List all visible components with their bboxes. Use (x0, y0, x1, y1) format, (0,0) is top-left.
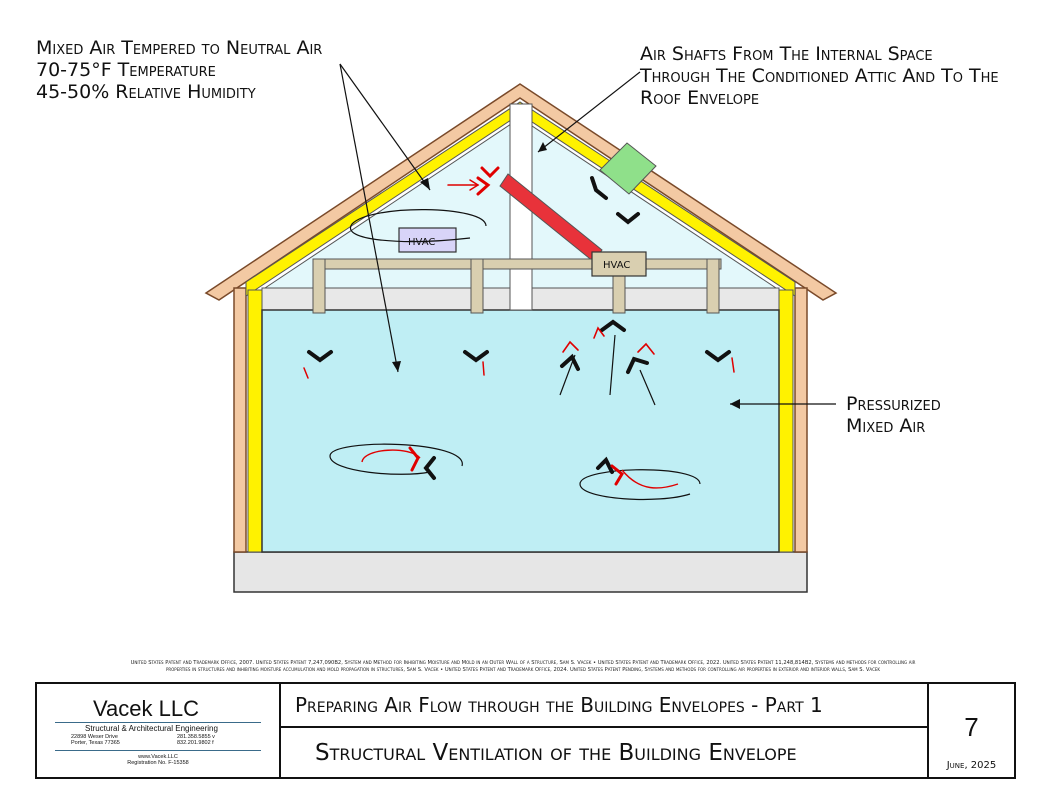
phone-voice: 281.358.5855 v (177, 734, 215, 740)
airflow-red-markers (303, 166, 735, 486)
supply-duct-red (499, 173, 603, 263)
callout-pressurized-line-1: Pressurized (846, 393, 941, 415)
company-registration: Registration No. F-15358 (127, 760, 189, 766)
company-phones: 281.358.5855 v 832.201.9802 f (177, 734, 215, 746)
callout-pressurized-line-2: Mixed Air (846, 414, 926, 437)
sheet-info: 7 June, 2025 (929, 684, 1014, 777)
drawing-title-2: Structural Ventilation of the Building E… (281, 728, 929, 777)
roof-outer-layer (204, 83, 838, 301)
roof-vent (599, 142, 657, 195)
interior-space (261, 309, 780, 553)
hvac-label-2: HVAC (603, 260, 630, 271)
callout-pressurized: Pressurized Mixed Air (846, 393, 941, 438)
drawing-title-1: Preparing Air Flow through the Building … (281, 684, 929, 728)
leader-lines (339, 63, 836, 406)
right-wall-outer (794, 287, 808, 553)
patent-line-1: United States Patent and Trademark Offic… (130, 660, 916, 666)
company-website: www.Vacek.LLC (138, 754, 178, 760)
company-rule-bottom (55, 750, 261, 751)
patent-notice: United States Patent and Trademark Offic… (40, 660, 1006, 674)
callout-mixed-air: Mixed Air Tempered to Neutral Air 70-75°… (36, 37, 323, 104)
right-wall-insulation (778, 289, 794, 553)
company-name: Vacek LLC (93, 696, 199, 721)
left-wall-insulation (247, 289, 263, 553)
roof-insulation (245, 101, 796, 297)
patent-line-2: properties in structures and inhibiting … (165, 667, 881, 673)
company-rule-top (55, 722, 261, 723)
callout-mixed-air-line-3: 45-50% Relative Humidity (36, 80, 256, 103)
phone-fax: 832.201.9802 f (177, 740, 214, 746)
callout-air-shafts: Air Shafts From The Internal Space Throu… (640, 43, 999, 110)
company-subtitle: Structural & Architectural Engineering (85, 724, 218, 733)
callout-mixed-air-line-1: Mixed Air Tempered to Neutral Air (36, 37, 323, 59)
left-wall-outer (233, 287, 247, 553)
callout-mixed-air-line-2: 70-75°F Temperature (36, 58, 216, 81)
company-address: 22898 Weser Drive Porter, Texas 77365 (71, 734, 120, 746)
company-block: Vacek LLC Structural & Architectural Eng… (37, 684, 281, 777)
foundation-slab (233, 551, 808, 593)
sheet-number: 7 (964, 712, 979, 742)
address-line-1: 22898 Weser Drive (71, 734, 118, 740)
sheet-date: June, 2025 (946, 760, 997, 771)
company-web: www.Vacek.LLC Registration No. F-15358 (37, 754, 279, 766)
hvac-unit-duct (591, 251, 647, 277)
callout-air-shafts-line-1: Air Shafts From The Internal Space (640, 43, 933, 65)
circulation-paths (329, 209, 701, 501)
leader-arrowheads (392, 142, 740, 409)
hvac-label-1: HVAC (408, 237, 435, 248)
airflow-chevrons (307, 176, 731, 480)
callout-air-shafts-line-3: Roof Envelope (640, 86, 760, 109)
title-block: Vacek LLC Structural & Architectural Eng… (35, 682, 1016, 779)
callout-air-shafts-line-2: Through The Conditioned Attic And To The (640, 64, 999, 87)
address-line-2: Porter, Texas 77365 (71, 740, 120, 746)
